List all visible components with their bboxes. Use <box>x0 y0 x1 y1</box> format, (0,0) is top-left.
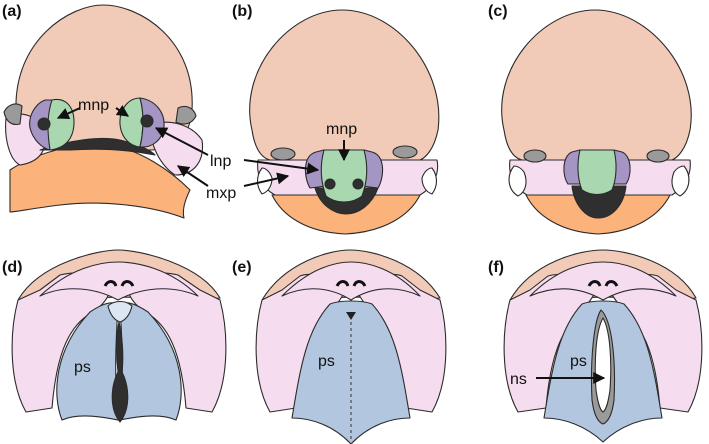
mnp-c <box>577 149 617 196</box>
label-lnp: lnp <box>210 153 231 170</box>
white-right-b <box>421 167 438 195</box>
panel-letter-e: (e) <box>232 259 252 276</box>
roof-lp-e <box>281 261 421 301</box>
gray-right-b <box>392 145 418 159</box>
nasal-pit-right-b <box>352 178 364 190</box>
nasal-pit-left-b <box>324 178 336 190</box>
seam-arrow-e <box>346 312 356 320</box>
nostril-f <box>587 280 619 287</box>
white-left-c <box>508 165 527 197</box>
label-ps-d: ps <box>74 359 91 376</box>
nostril-d <box>103 280 135 287</box>
panel-d <box>11 249 227 423</box>
panel-f <box>503 249 703 443</box>
arrow-lnp-a <box>154 127 209 156</box>
gray-right-a <box>175 105 197 125</box>
arrow-mnp-a-right <box>115 105 129 117</box>
panel-letter-f: (f) <box>488 259 504 276</box>
gray-left-a <box>3 103 23 126</box>
nostril-e <box>335 280 367 287</box>
panel-letter-c: (c) <box>488 3 508 20</box>
arrow-mnp-a-left <box>56 107 81 119</box>
roof-lp-f <box>529 261 677 301</box>
cleft-d <box>111 321 129 423</box>
panel-letter-d: (d) <box>2 259 22 276</box>
roof-lp-d <box>39 261 199 301</box>
label-ps-f: ps <box>570 353 587 370</box>
gray-left-c <box>523 149 547 163</box>
gray-right-c <box>646 149 670 163</box>
nasal-pit-left-a <box>37 117 51 131</box>
panel-c <box>501 9 692 235</box>
label-ns: ns <box>510 371 527 388</box>
panel-letter-a: (a) <box>2 3 22 20</box>
primary-palate-d <box>107 300 133 323</box>
arrow-lnp-b <box>243 159 320 175</box>
oral-cavity-c <box>571 185 627 219</box>
arrow-mxp-a <box>177 165 209 187</box>
label-ps-e: ps <box>318 353 335 370</box>
label-mxp: mxp <box>206 185 236 202</box>
arrow-mxp-b <box>243 172 290 187</box>
head-c <box>501 9 692 161</box>
mnp-b <box>320 149 368 203</box>
white-right-c <box>671 165 690 197</box>
arrows <box>56 105 606 384</box>
septum-gap-f <box>594 317 612 413</box>
panel-letter-b: (b) <box>232 3 252 20</box>
label-mnp-a: mnp <box>78 97 109 114</box>
label-mnp-b: mnp <box>326 121 357 138</box>
nasal-pit-right-a <box>140 114 154 128</box>
panel-e <box>255 249 447 444</box>
gray-left-b <box>270 147 296 161</box>
oral-cavity-a <box>39 137 156 156</box>
